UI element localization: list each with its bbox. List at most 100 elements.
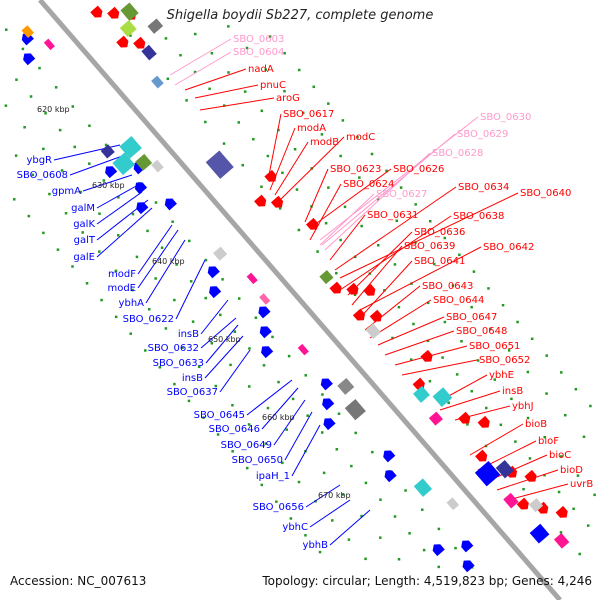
gene-feature	[107, 6, 120, 19]
gene-label: SBO_0652	[479, 355, 530, 366]
callout-line	[174, 51, 232, 86]
tick-dot	[271, 335, 274, 339]
tick-dot	[301, 111, 305, 115]
gene-box	[337, 377, 355, 395]
tick-dot	[335, 271, 338, 275]
tick-dot	[171, 220, 174, 223]
tick-dot	[219, 313, 222, 317]
tick-dot	[4, 28, 8, 31]
callout-line	[329, 509, 371, 546]
gene-box	[553, 532, 570, 549]
tick-dot	[499, 423, 503, 427]
tick-dot	[322, 471, 326, 475]
gene-arrow	[462, 560, 475, 573]
gene-feature	[207, 266, 220, 279]
tick-dot	[397, 558, 401, 561]
tick-dot	[98, 212, 101, 215]
gene-rect	[503, 492, 519, 509]
callout-line	[82, 174, 133, 192]
gene-label: galE	[73, 252, 95, 263]
gene-rect	[213, 246, 228, 261]
gene-feature	[363, 283, 376, 296]
tick-dot	[264, 68, 268, 71]
callout-line	[284, 411, 313, 461]
callout-line	[439, 390, 501, 411]
tick-dot	[408, 532, 411, 535]
callout-line	[175, 259, 206, 320]
gene-rect	[528, 498, 544, 513]
tick-dot	[164, 37, 168, 40]
gene-arrow	[384, 470, 397, 483]
gene-label: insB	[178, 329, 199, 340]
gene-arrow	[329, 281, 342, 294]
tick-dot	[38, 66, 41, 70]
gene-rect	[112, 152, 136, 176]
tick-dot	[44, 112, 47, 115]
gene-rect	[119, 20, 137, 38]
tick-dot	[437, 527, 441, 531]
tick-dot	[64, 211, 68, 215]
callout-line	[489, 454, 548, 481]
gene-feature	[136, 202, 149, 215]
tick-dot	[379, 536, 382, 539]
tick-dot	[73, 145, 76, 149]
tick-dot	[586, 524, 590, 527]
gene-label: SBO_0629	[457, 129, 508, 140]
gene-label: uvrB	[570, 479, 593, 490]
gene-label: aroG	[276, 93, 300, 104]
gene-label: galK	[73, 219, 95, 230]
gene-label: ybhA	[119, 298, 145, 309]
gene-arrow	[107, 6, 120, 19]
gene-label: SBO_0638	[453, 211, 504, 222]
gene-rect	[529, 523, 550, 544]
gene-box	[120, 2, 139, 21]
tick-dot	[353, 255, 357, 259]
tick-dot	[146, 229, 149, 233]
tick-dot	[443, 236, 447, 240]
gene-label: SBO_0624	[343, 179, 394, 190]
gene-feature	[536, 501, 549, 514]
gene-label: ybhC	[282, 522, 308, 533]
gene-label: SBO_0622	[123, 314, 174, 325]
tick-dot	[545, 354, 548, 357]
gene-arrow	[207, 266, 220, 279]
tick-dot	[71, 105, 75, 108]
tick-dot	[543, 473, 546, 477]
tick-dot	[27, 214, 31, 218]
tick-dot	[210, 342, 214, 345]
gene-arrow	[258, 306, 271, 319]
callout-line	[304, 168, 329, 223]
callout-line	[246, 379, 293, 416]
gene-label: SBO_0640	[520, 188, 571, 199]
gene-box	[365, 323, 381, 339]
tick-dot	[14, 154, 18, 157]
gene-rect	[337, 377, 355, 395]
tick-dot	[428, 219, 432, 223]
gene-arrow	[322, 398, 335, 411]
tick-dot	[260, 109, 264, 113]
gene-feature	[323, 418, 336, 431]
tick-dot	[364, 557, 367, 561]
callout-line	[200, 317, 237, 349]
callout-line	[507, 483, 569, 501]
gene-feature	[462, 560, 475, 573]
callout-line	[291, 424, 321, 477]
callout-line	[169, 38, 232, 76]
tick-dot	[487, 287, 490, 290]
gene-arrow	[254, 194, 267, 207]
tick-dot	[23, 126, 26, 129]
gene-box	[259, 293, 271, 305]
tick-dot	[144, 349, 147, 352]
gene-feature	[458, 411, 471, 424]
tick-dot	[339, 154, 342, 158]
gene-arrow	[461, 540, 474, 553]
tick-dot	[204, 120, 207, 124]
gene-label: bioC	[549, 450, 571, 461]
tick-dot	[208, 87, 211, 91]
gene-rect	[120, 2, 139, 21]
gene-rect	[135, 153, 153, 171]
tick-dot	[283, 51, 286, 55]
tick-dot	[331, 519, 334, 522]
tick-dot	[371, 450, 374, 454]
gene-box	[474, 460, 501, 487]
